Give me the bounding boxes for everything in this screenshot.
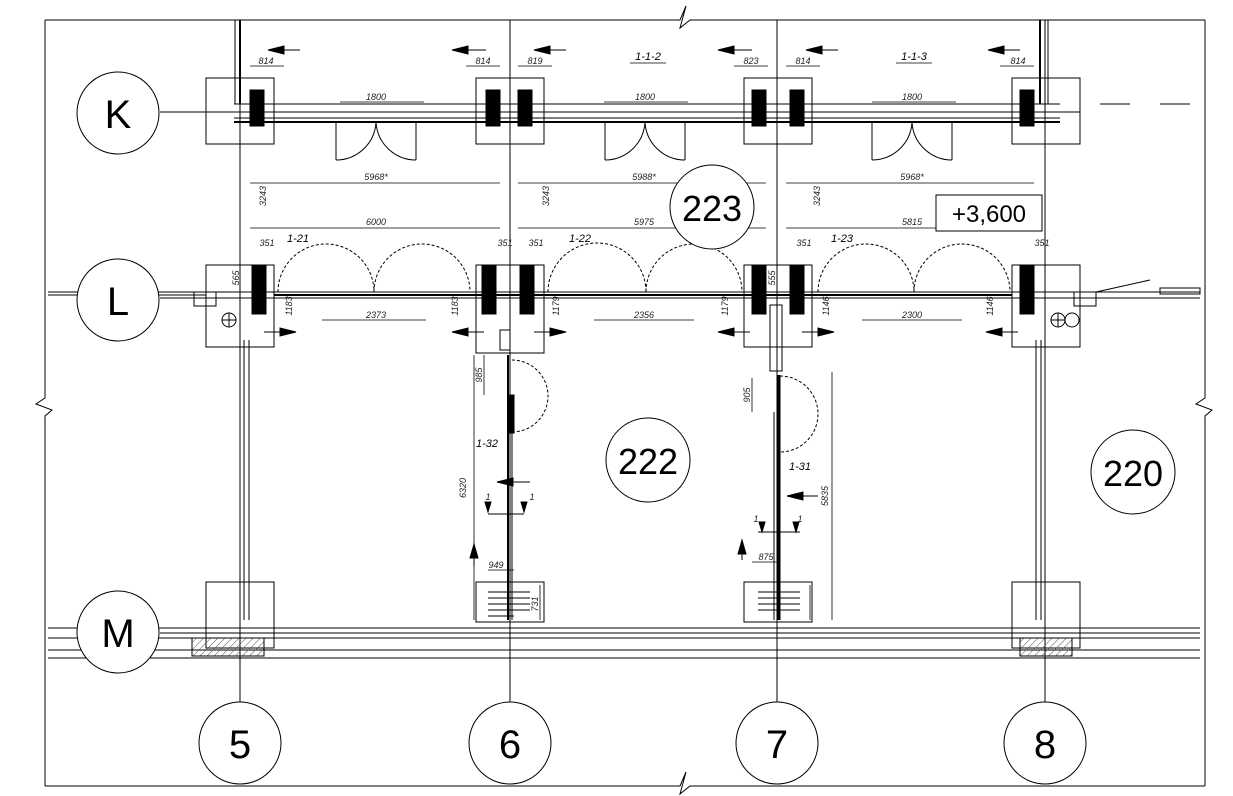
mark-1c: 1 (753, 514, 758, 524)
dim-l-565: 565 (231, 270, 241, 286)
tag-k2: 1-1-2 (635, 51, 661, 63)
dim-k-5968b: 5968* (900, 172, 924, 182)
dim-k-823: 823 (743, 56, 758, 66)
dim-l-2356: 2356 (633, 310, 654, 320)
dim-l-2300: 2300 (901, 310, 922, 320)
grid-label-K: K (105, 93, 132, 137)
grid-bubble-K (76, 71, 160, 155)
dim-m-731: 731 (530, 596, 540, 611)
tag-k3: 1-1-3 (901, 51, 928, 63)
stair-right (758, 591, 800, 611)
dim-l-351e: 351 (1034, 238, 1049, 248)
dim-k-814b: 814 (475, 56, 490, 66)
dim-l-351c: 351 (528, 238, 543, 248)
room-220-label: 220 (1103, 453, 1163, 494)
dim-l-1183a: 1183 (284, 296, 294, 315)
wall-row-l (48, 242, 1201, 354)
grid-label-6: 6 (499, 723, 521, 767)
dim-l-1179a: 1179 (551, 296, 561, 315)
dimension-texts: 814 814 819 823 814 814 1800 1800 1800 5… (231, 56, 1050, 612)
dim-k-3243c: 3243 (812, 186, 822, 206)
dim-l-1146b: 1146 (985, 296, 995, 315)
dim-l-351d: 351 (796, 238, 811, 248)
dim-k-814c: 814 (795, 56, 810, 66)
drawing-frame (34, 5, 1213, 796)
room-223-label: 223 (682, 188, 742, 229)
grid-bubble-6 (468, 701, 552, 785)
grid-bubble-5 (198, 701, 282, 785)
mark-1d: 1 (797, 514, 802, 524)
stair-left (488, 591, 530, 617)
wall-row-k (205, 20, 1081, 161)
partitions (243, 304, 1042, 620)
room-222-label: 222 (618, 441, 678, 482)
tag-m1: 1-32 (476, 438, 498, 450)
dim-k-819: 819 (527, 56, 542, 66)
dim-k-1800b: 1800 (635, 92, 655, 102)
tag-m2: 1-31 (789, 461, 811, 473)
tag-l2: 1-22 (569, 233, 591, 245)
grid-label-7: 7 (766, 723, 788, 767)
tag-l3: 1-23 (831, 233, 854, 245)
dim-m-949: 949 (488, 560, 503, 570)
grid-bubbles: K L M 5 6 7 8 (76, 71, 1087, 785)
dim-l-2373: 2373 (365, 310, 386, 320)
dim-k-3243a: 3243 (258, 186, 268, 206)
dim-l-1146a: 1146 (821, 296, 831, 315)
grid-label-8: 8 (1034, 723, 1056, 767)
grid-bubble-M (76, 590, 160, 674)
elevation-mark: +3,600 (935, 194, 1043, 232)
dim-l-351b: 351 (497, 238, 512, 248)
room-tags: 223 222 220 (605, 164, 1176, 515)
dim-l-6000: 6000 (366, 217, 386, 227)
dim-l-1179b: 1179 (720, 296, 730, 315)
dim-m-5835: 5835 (820, 485, 830, 506)
room-222-bubble (605, 417, 691, 503)
wall-row-m (48, 581, 1200, 659)
dim-m-6320: 6320 (458, 478, 468, 498)
dim-l-5975: 5975 (634, 217, 655, 227)
dim-k-5988: 5988* (632, 172, 656, 182)
dim-k-1800c: 1800 (902, 92, 922, 102)
hatch-left (191, 637, 265, 657)
elevation-value: +3,600 (952, 201, 1026, 228)
dim-k-5968a: 5968* (364, 172, 388, 182)
section-tags: 1-1-2 1-1-3 1-21 1-22 1-23 1-32 1-31 (287, 51, 932, 473)
dim-m-905: 905 (742, 387, 752, 403)
grid-label-L: L (107, 280, 129, 324)
room-223-bubble (669, 164, 755, 250)
dim-k-1800a: 1800 (366, 92, 386, 102)
dim-k-814a: 814 (258, 56, 273, 66)
dim-l-555: 555 (767, 270, 777, 286)
grid-bubble-7 (735, 701, 819, 785)
hatch-right (1019, 637, 1073, 657)
mark-1b: 1 (529, 492, 534, 502)
dimension-lines (250, 65, 1034, 620)
tag-l1: 1-21 (287, 233, 309, 245)
dim-m-875: 875 (758, 552, 774, 562)
dim-m-985: 985 (474, 367, 484, 383)
dim-l-351a: 351 (259, 238, 274, 248)
dim-k-814d: 814 (1010, 56, 1025, 66)
dim-l-1183b: 1183 (450, 296, 460, 315)
grid-label-5: 5 (229, 723, 251, 767)
dim-k-3243b: 3243 (541, 186, 551, 206)
grid-bubble-8 (1003, 701, 1087, 785)
grid-bubble-L (76, 258, 160, 342)
mark-1a: 1 (485, 492, 490, 502)
section-arrows (264, 45, 1020, 566)
room-220-bubble (1090, 429, 1176, 515)
dim-l-5815: 5815 (902, 217, 923, 227)
grid-label-M: M (101, 612, 134, 656)
